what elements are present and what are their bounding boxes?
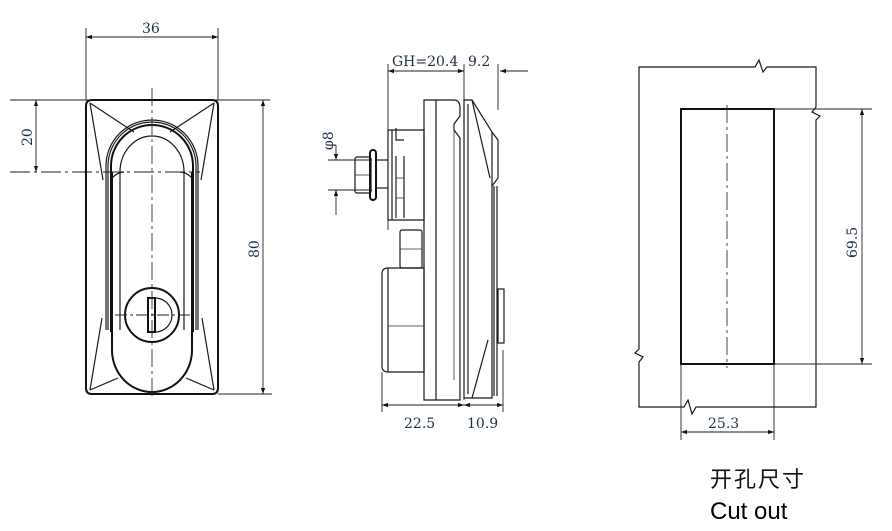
handle-profile	[497, 288, 505, 344]
cutout-view: 69.5 25.3	[633, 58, 872, 440]
top-offset-dim-label: 20	[20, 128, 36, 146]
front-total-dim-label: 10.9	[467, 416, 498, 432]
cutout-rectangle	[680, 108, 775, 365]
caption-chinese: 开孔尺寸	[710, 468, 807, 493]
cutout-width-dim-label: 25.3	[708, 416, 739, 432]
shaft-dim-label: φ8	[321, 131, 337, 150]
front-depth-dim-label: 9.2	[468, 54, 490, 70]
width-dim-label: 36	[142, 21, 160, 37]
height-dim-label: 80	[247, 240, 263, 258]
bezel-outline	[85, 99, 219, 395]
cutout-height-dim-label: 69.5	[845, 227, 861, 258]
side-view: GH=20.4 9.2 φ8	[321, 54, 528, 432]
washer	[369, 149, 377, 201]
rear-depth-dim-label: 22.5	[404, 416, 435, 432]
housing-plate	[423, 99, 461, 401]
panel-outline	[633, 58, 822, 416]
front-view: 36 20 80	[10, 21, 272, 400]
caption-english: Cut out	[710, 498, 788, 525]
gh-dim-label: GH=20.4	[392, 54, 458, 70]
